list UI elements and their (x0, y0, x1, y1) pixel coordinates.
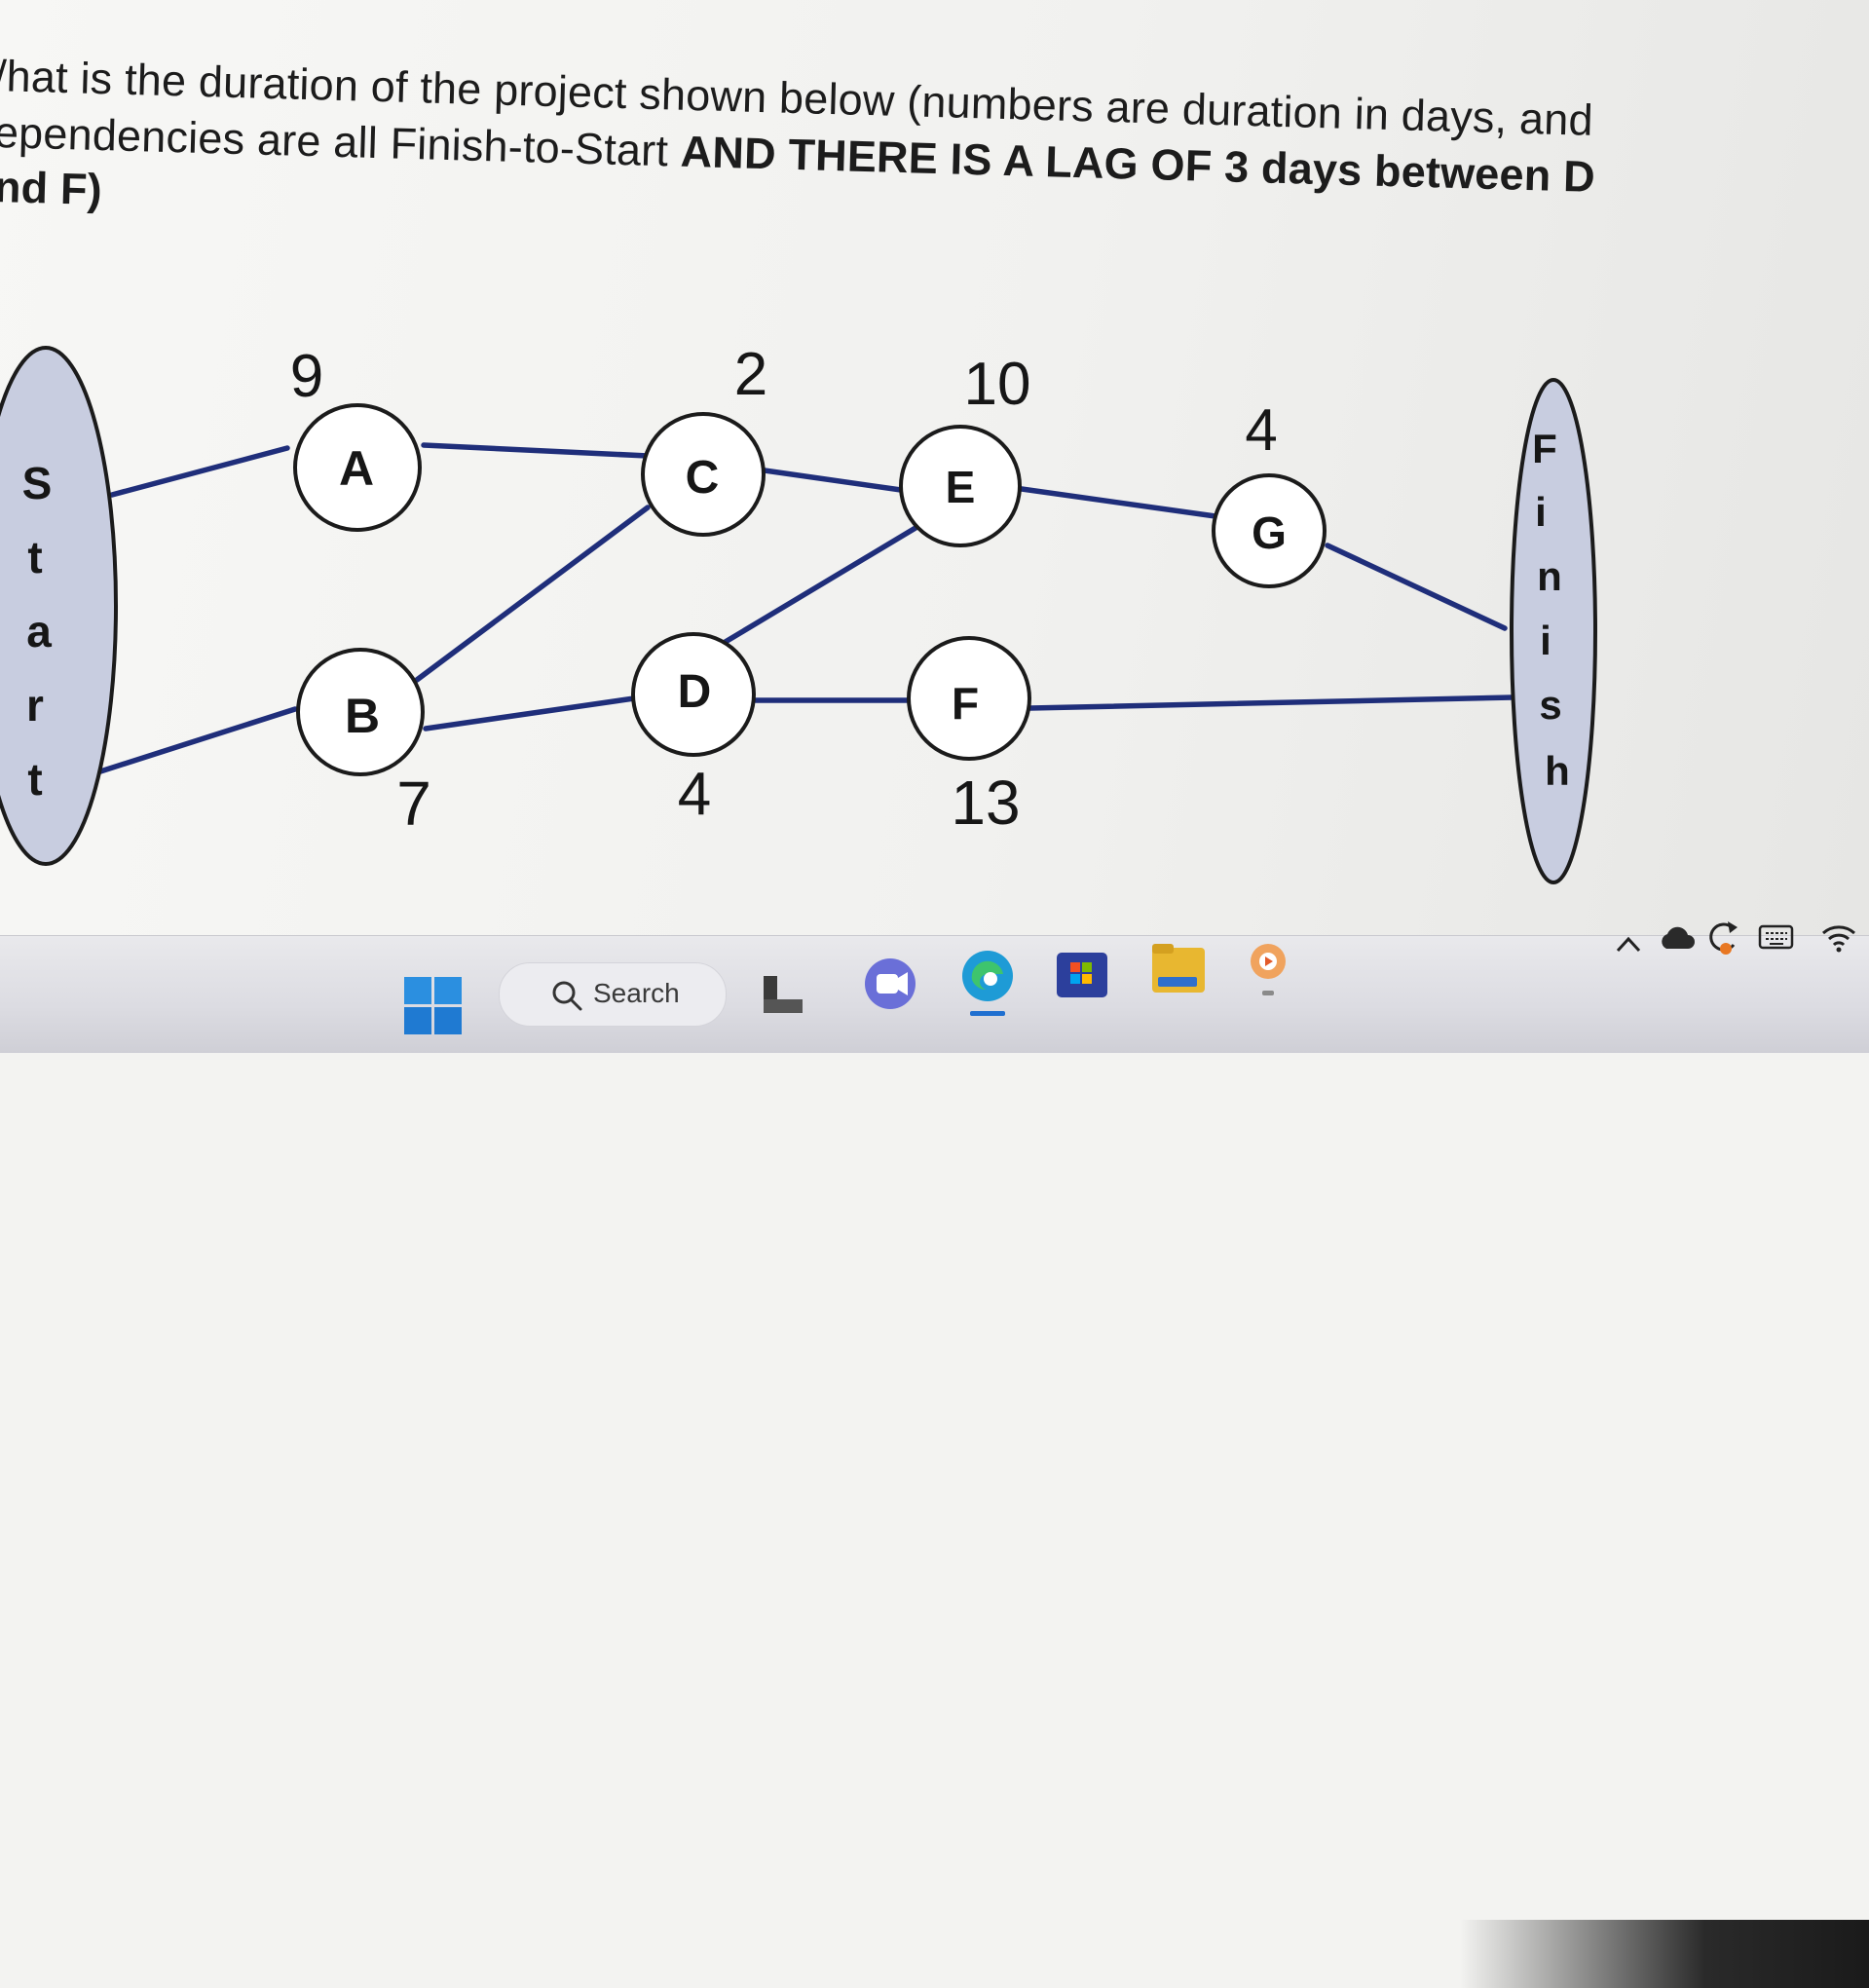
edge-d-e (721, 525, 918, 646)
edge-browser-icon[interactable] (958, 947, 1017, 1021)
start-letter-2: t (27, 532, 42, 582)
keyboard-icon[interactable] (1758, 923, 1795, 951)
network-diagram: S t a r t F i n i s h A 9 B 7 C 2 D 4 E … (0, 341, 1597, 884)
node-c-label: C (686, 452, 720, 504)
chat-icon[interactable] (861, 955, 919, 1013)
finish-letter-3: n (1537, 553, 1562, 599)
task-view-icon[interactable] (762, 972, 808, 1019)
edge-c-e (762, 468, 904, 493)
start-letter-3: a (26, 606, 52, 656)
edge-e-g (1019, 486, 1218, 519)
finish-letter-2: i (1535, 489, 1547, 535)
node-e (899, 425, 1022, 547)
wifi-icon[interactable] (1819, 919, 1858, 953)
onedrive-cloud-icon[interactable] (1659, 923, 1696, 953)
finish-letter-1: F (1532, 426, 1557, 471)
node-g (1212, 473, 1327, 588)
node-f-duration: 13 (951, 768, 1020, 838)
node-a-duration: 9 (290, 343, 323, 410)
node-g-duration: 4 (1245, 397, 1277, 463)
finish-letter-4: i (1540, 618, 1551, 663)
search-icon (552, 981, 582, 1011)
finish-letter-5: s (1539, 682, 1561, 728)
system-tray (1460, 1920, 1869, 1988)
node-a (293, 403, 422, 532)
start-node (0, 346, 118, 866)
node-b-label: B (345, 689, 380, 743)
media-app-icon[interactable] (1247, 940, 1290, 1000)
node-f-label: F (952, 678, 979, 729)
edge-start-a (109, 445, 290, 498)
node-d-label: D (678, 666, 712, 718)
start-letter-1: S (22, 458, 53, 508)
node-f (907, 636, 1031, 761)
start-letter-5: t (27, 754, 42, 805)
search-label: Search (593, 978, 680, 1008)
node-g-label: G (1252, 507, 1287, 558)
edge-b-c (414, 505, 651, 683)
node-b-duration: 7 (396, 769, 431, 839)
edge-g-finish (1325, 543, 1508, 631)
node-b (296, 648, 425, 776)
taskbar-search[interactable]: Search (499, 962, 727, 1027)
node-a-label: A (339, 441, 374, 496)
sync-icon[interactable] (1706, 919, 1741, 958)
file-explorer-icon[interactable] (1150, 940, 1209, 998)
node-e-label: E (946, 462, 976, 512)
screen: /hat is the duration of the project show… (0, 0, 1869, 959)
node-c-duration: 2 (734, 341, 767, 408)
node-d-duration: 4 (678, 761, 711, 828)
windows-start-icon[interactable] (404, 977, 463, 1035)
edge-b-d (423, 695, 637, 731)
taskbar: Search (0, 921, 1869, 1988)
node-e-duration: 10 (964, 351, 1031, 418)
node-d (631, 632, 756, 757)
edge-start-b (94, 706, 298, 775)
finish-node (1510, 378, 1597, 884)
microsoft-store-icon[interactable] (1055, 947, 1109, 1001)
edge-f-finish (1028, 694, 1515, 711)
start-letter-4: r (26, 680, 44, 731)
chevron-up-icon[interactable] (1614, 933, 1643, 956)
node-c (641, 412, 766, 537)
finish-letter-6: h (1545, 748, 1570, 794)
edge-a-c (421, 442, 651, 459)
